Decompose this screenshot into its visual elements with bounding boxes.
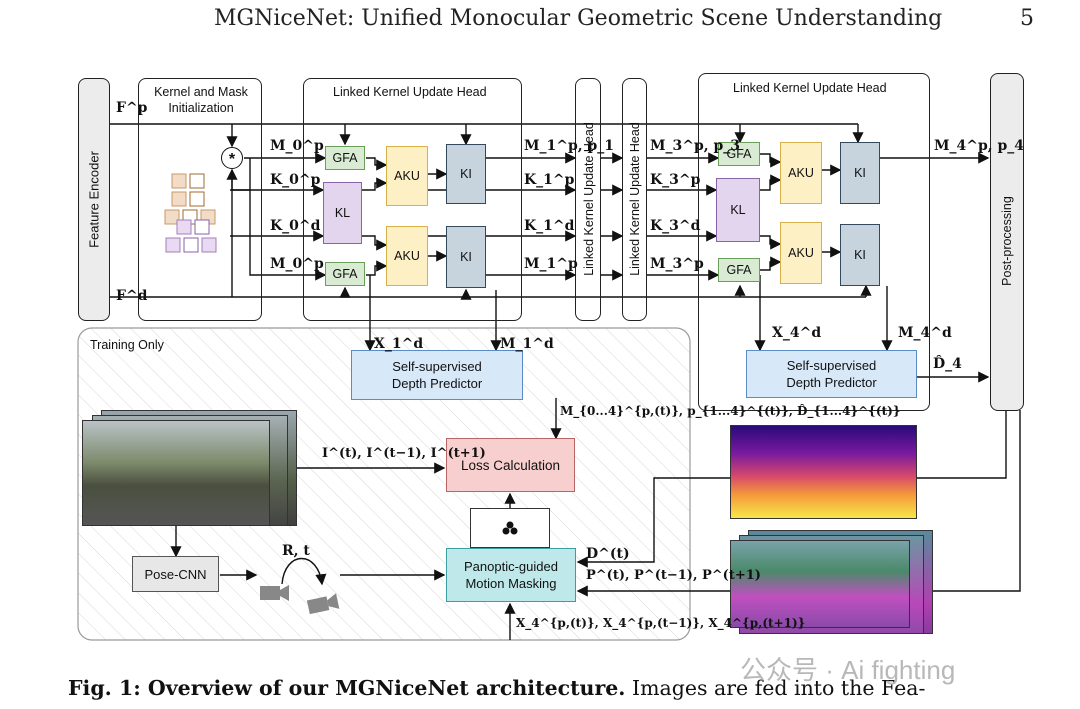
label-M4d: M_4^d (898, 325, 952, 341)
figure-caption: Fig. 1: Overview of our MGNiceNet archit… (68, 676, 925, 700)
label-M1p: M_1^p (524, 256, 578, 272)
kernel-mask-init-label: Kernel and Mask Initialization (154, 85, 248, 115)
ki-block: KI (840, 224, 880, 286)
training-only-label: Training Only (90, 338, 164, 352)
linked-kernel-update-head-4 (698, 73, 930, 411)
kl-block: KL (323, 182, 362, 244)
camera-icon (306, 593, 340, 615)
aku-block: AKU (386, 146, 428, 206)
linked-kernel-update-head-2 (575, 78, 601, 321)
post-processing-box (990, 73, 1024, 411)
page-header-title: MGNiceNet: Unified Monocular Geometric S… (214, 6, 943, 31)
lkuh-4-label: Linked Kernel Update Head (733, 81, 887, 95)
label-K3d: K_3^d (650, 218, 701, 234)
caption-rest: Images are fed into the Fea- (625, 676, 926, 700)
caption-bold: Fig. 1: Overview of our MGNiceNet archit… (68, 676, 626, 700)
label-M1d: M_1^d (500, 336, 554, 352)
linked-kernel-update-head-3 (622, 78, 647, 321)
page-number: 5 (1020, 6, 1034, 31)
label-loss-inputs: M_{0...4}^{p,(t)}, p_{1...4}^{(t)}, D̂_{… (560, 404, 901, 418)
label-Pt: P^(t), P^(t−1), P^(t+1) (586, 568, 761, 583)
label-K1d: K_1^d (524, 218, 575, 234)
label-X4p: X_4^{p,(t)}, X_4^{p,(t−1)}, X_4^{p,(t+1)… (516, 616, 806, 630)
label-Fd: F^d (116, 288, 148, 304)
self-supervised-depth-predictor: Self-supervised Depth Predictor (746, 350, 917, 398)
mask-box (470, 508, 550, 548)
depth-map-image (730, 425, 917, 519)
label-M1p: M_1^p, p_1 (524, 138, 615, 154)
label-M0p: M_0^p (270, 256, 324, 272)
lkuh-3-label: Linked Kernel Update Head (628, 122, 642, 276)
aku-block: AKU (780, 222, 822, 284)
kernel-squares-icon (164, 173, 217, 253)
label-K1p: K_1^p (524, 172, 575, 188)
linked-kernel-update-head-1 (303, 78, 522, 321)
label-Fp: F^p (116, 100, 148, 116)
multiply-node: * (221, 147, 243, 169)
aku-block: AKU (780, 142, 822, 204)
label-images: I^(t), I^(t−1), I^(t+1) (322, 446, 486, 461)
label-M3p: M_3^p (650, 256, 704, 272)
label-M4p: M_4^p, p_4 (934, 138, 1025, 154)
label-M3p: M_3^p, p_3 (650, 138, 741, 154)
feature-encoder-box (78, 78, 110, 321)
ki-block: KI (446, 144, 486, 204)
self-supervised-depth-predictor: Self-supervised Depth Predictor (351, 350, 523, 400)
label-X4d: X_4^d (772, 325, 822, 341)
panoptic-image (730, 540, 910, 628)
lkuh-1-label: Linked Kernel Update Head (333, 85, 487, 99)
label-Rt: R, t (282, 543, 310, 559)
watermark: 公众号 · Ai fighting (740, 655, 956, 685)
camera-icon (260, 585, 289, 601)
pose-cnn-box: Pose-CNN (132, 556, 219, 592)
kernel-mask-init-box (138, 78, 262, 321)
label-K0p: K_0^p (270, 172, 321, 188)
ki-block: KI (840, 142, 880, 204)
label-K3p: K_3^p (650, 172, 701, 188)
gfa-block: GFA (325, 146, 365, 170)
gfa-block: GFA (718, 258, 760, 282)
aku-block: AKU (386, 226, 428, 286)
gfa-block: GFA (718, 142, 760, 166)
label-D4: D̂_4 (933, 356, 962, 372)
label-Dt: D^(t) (586, 546, 630, 562)
kl-block: KL (716, 178, 760, 242)
label-X1d: X_1^d (374, 336, 424, 352)
input-image (82, 420, 270, 526)
loss-calculation-box: Loss Calculation (446, 438, 575, 492)
motion-blob-icon (502, 521, 518, 535)
post-processing-label: Post-processing (1000, 196, 1014, 286)
gfa-block: GFA (325, 262, 365, 286)
label-K0d: K_0^d (270, 218, 321, 234)
label-M0p: M_0^p (270, 138, 324, 154)
feature-encoder-label: Feature Encoder (86, 151, 102, 248)
panoptic-guided-motion-masking: Panoptic-guided Motion Masking (446, 548, 576, 602)
ki-block: KI (446, 226, 486, 288)
